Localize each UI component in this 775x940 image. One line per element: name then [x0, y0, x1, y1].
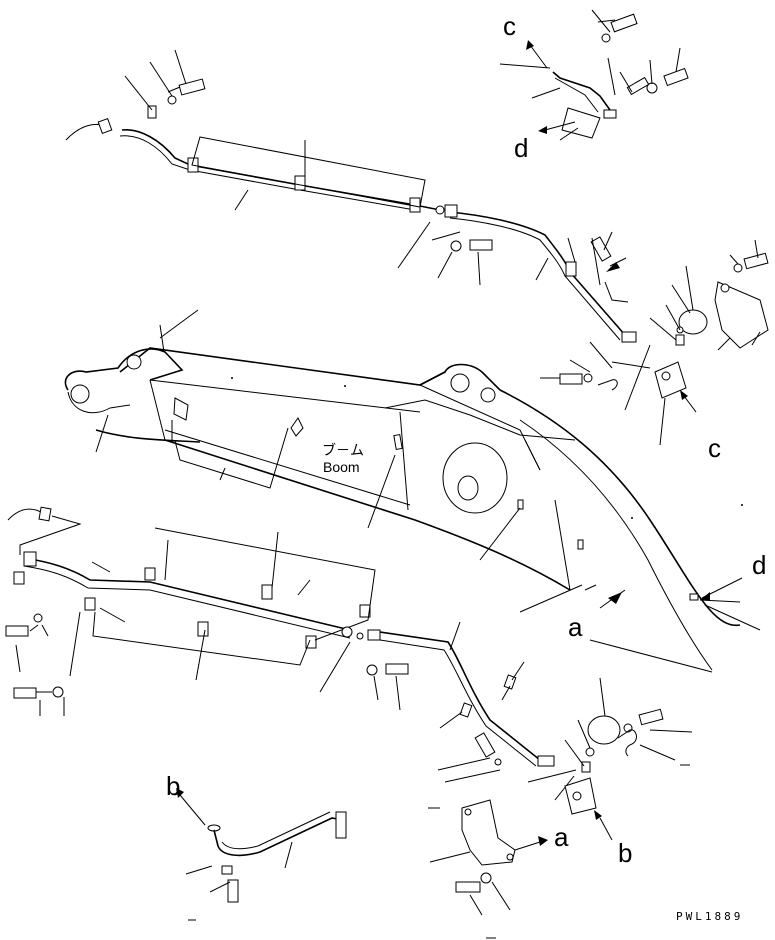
callout-a-bottom: a [554, 822, 569, 852]
callout-c-top: c [503, 11, 516, 41]
bolt-stack-upper-middle [431, 231, 493, 286]
drawing-code: PWL1889 [676, 910, 743, 923]
lower-right-detail [428, 677, 693, 939]
callout-a-middle: a [568, 612, 583, 642]
top-right-detail [499, 9, 689, 141]
lower-pipe-assembly [7, 506, 555, 767]
callout-d-top: d [514, 133, 528, 163]
bottom-left-detail-b [176, 788, 347, 921]
bolt-stack-lower-left [5, 611, 81, 716]
boom-label-en: Boom [323, 459, 360, 475]
callout-b-bottom: b [618, 838, 632, 868]
right-marker-d [689, 577, 761, 631]
bolt-stack-upper-left [124, 49, 206, 119]
upper-pipe-assembly [65, 118, 637, 343]
callout-d-right: d [752, 550, 766, 580]
callout-b-left: b [166, 771, 180, 801]
boom-leader-lines [95, 309, 626, 613]
boom-body [64, 347, 743, 673]
boom-label-jp: ブ－ム [322, 442, 364, 458]
callout-c-right: c [708, 433, 721, 463]
right-side-detail [540, 231, 769, 446]
bolt-stack-lower-middle [366, 663, 409, 711]
